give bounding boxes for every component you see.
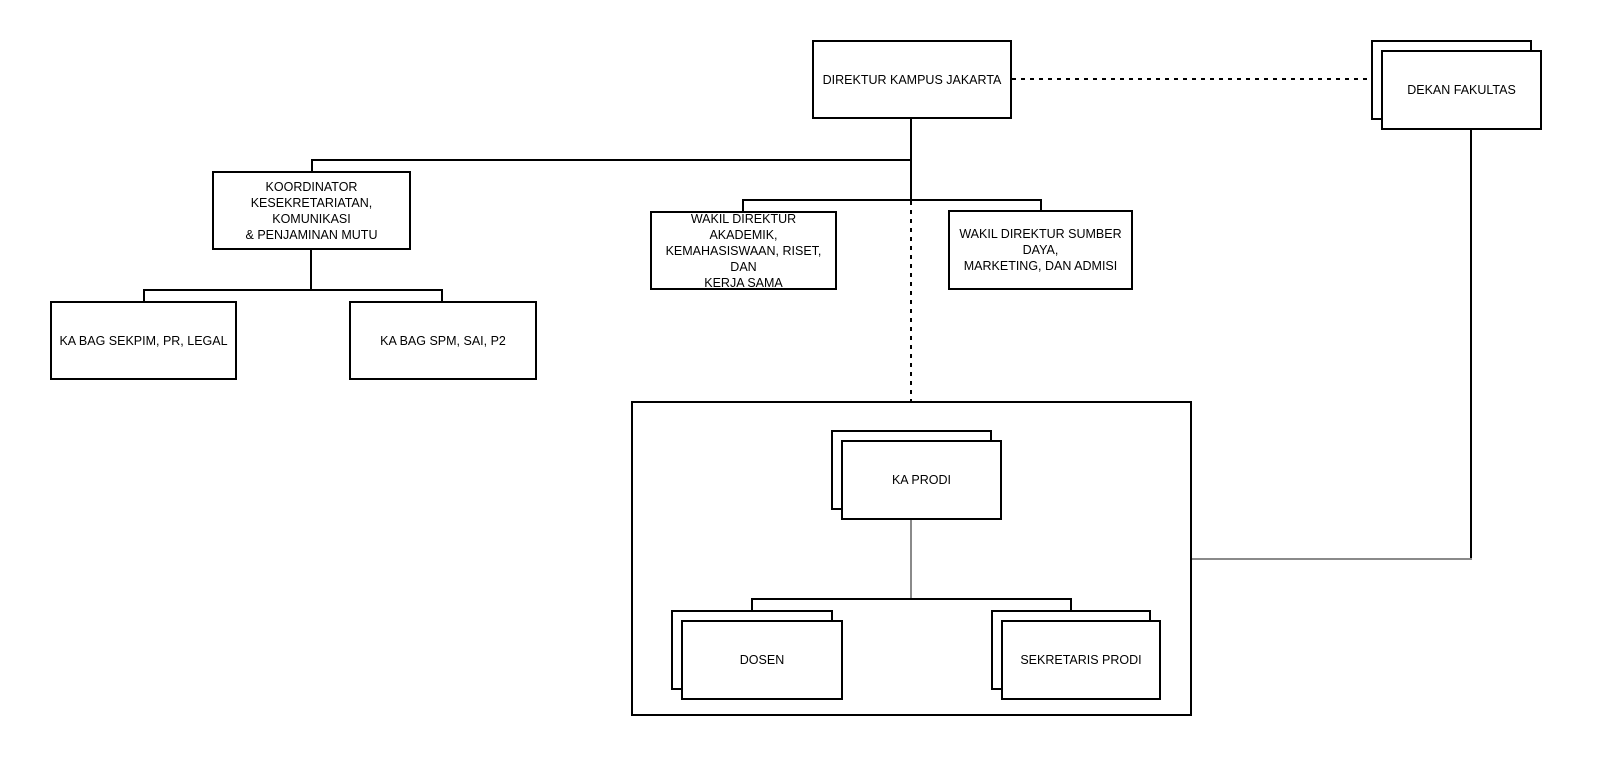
node-koordinator-kesekretariatan[interactable]: KOORDINATOR KESEKRETARIATAN, KOMUNIKASI … bbox=[212, 171, 411, 250]
node-kabag-spm-label: KA BAG SPM, SAI, P2 bbox=[380, 333, 506, 348]
connector-wakil-akademik-stub bbox=[742, 199, 744, 212]
connector-wakil-sumber-daya-stub bbox=[1040, 199, 1042, 211]
node-wakil-direktur-sumber-daya[interactable]: WAKIL DIREKTUR SUMBER DAYA, MARKETING, D… bbox=[948, 210, 1133, 290]
connector-koordinator-stub bbox=[311, 159, 313, 172]
node-wakil-sumber-daya-label: WAKIL DIREKTUR SUMBER DAYA, MARKETING, D… bbox=[959, 227, 1122, 273]
node-ka-prodi[interactable]: KA PRODI bbox=[841, 440, 1002, 520]
connector-dekan-down bbox=[1470, 130, 1472, 560]
node-dosen[interactable]: DOSEN bbox=[681, 620, 843, 700]
node-ka-prodi-label: KA PRODI bbox=[891, 473, 952, 487]
node-dekan-fakultas[interactable]: DEKAN FAKULTAS bbox=[1381, 50, 1542, 130]
connector-wakil-branch bbox=[742, 199, 1042, 201]
node-kabag-sekpim-label: KA BAG SEKPIM, PR, LEGAL bbox=[59, 333, 228, 348]
connector-kaprodi-down bbox=[910, 520, 912, 600]
node-koordinator-label: KOORDINATOR KESEKRETARIATAN, KOMUNIKASI … bbox=[245, 179, 378, 242]
node-dekan-label: DEKAN FAKULTAS bbox=[1407, 83, 1516, 97]
node-direktur-label: DIREKTUR KAMPUS JAKARTA bbox=[822, 72, 1002, 87]
node-ka-bag-sekpim-pr-legal[interactable]: KA BAG SEKPIM, PR, LEGAL bbox=[50, 301, 237, 380]
connector-kabag-branch bbox=[143, 289, 443, 291]
connector-koordinator-down bbox=[310, 250, 312, 291]
node-sekretaris-prodi[interactable]: SEKRETARIS PRODI bbox=[1001, 620, 1161, 700]
connector-sekretaris-stub bbox=[1070, 598, 1072, 611]
connector-direktur-dekan-dashed bbox=[1012, 78, 1371, 80]
connector-dekan-to-group bbox=[1192, 558, 1472, 560]
connector-koordinator-branch bbox=[311, 159, 912, 161]
connector-kabag-sekpim-stub bbox=[143, 289, 145, 302]
node-direktur-kampus-jakarta[interactable]: DIREKTUR KAMPUS JAKARTA bbox=[812, 40, 1012, 119]
node-ka-bag-spm-sai-p2[interactable]: KA BAG SPM, SAI, P2 bbox=[349, 301, 537, 380]
connector-dosen-stub bbox=[751, 598, 753, 611]
connector-kabag-spm-stub bbox=[441, 289, 443, 302]
node-wakil-akademik-label: WAKIL DIREKTUR AKADEMIK, KEMAHASISWAAN, … bbox=[665, 211, 822, 290]
connector-spine-dashed bbox=[910, 201, 912, 401]
node-wakil-direktur-akademik[interactable]: WAKIL DIREKTUR AKADEMIK, KEMAHASISWAAN, … bbox=[650, 211, 837, 290]
node-dosen-label: DOSEN bbox=[739, 653, 785, 667]
node-sekretaris-prodi-label: SEKRETARIS PRODI bbox=[1020, 653, 1142, 667]
connector-prodi-branch bbox=[751, 598, 1072, 600]
